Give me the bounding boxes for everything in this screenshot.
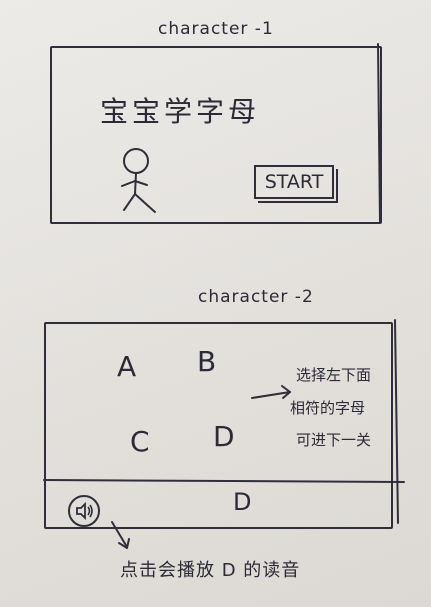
screen2-frame [44,322,393,529]
letter-option-b[interactable]: B [197,345,217,378]
sound-note: 点击会播放 D 的读音 [120,560,301,581]
speaker-sound-icon [76,501,93,521]
start-button[interactable]: START [254,165,334,199]
annotation-line-1: 选择左下面 [296,366,372,384]
letter-option-a[interactable]: A [117,350,137,383]
target-letter-display: D [233,488,252,516]
play-sound-button[interactable] [68,495,100,527]
letter-option-d[interactable]: D [213,420,235,453]
screen1-frame [50,46,382,224]
screen2-title: character -2 [198,287,314,307]
annotation-line-2: 相符的字母 [290,399,366,417]
annotation-line-3: 可进下一关 [296,431,372,449]
screen1-title: character -1 [158,19,274,39]
screen1-heading: 宝宝学字母 [100,95,261,128]
letter-option-c[interactable]: C [130,425,150,458]
